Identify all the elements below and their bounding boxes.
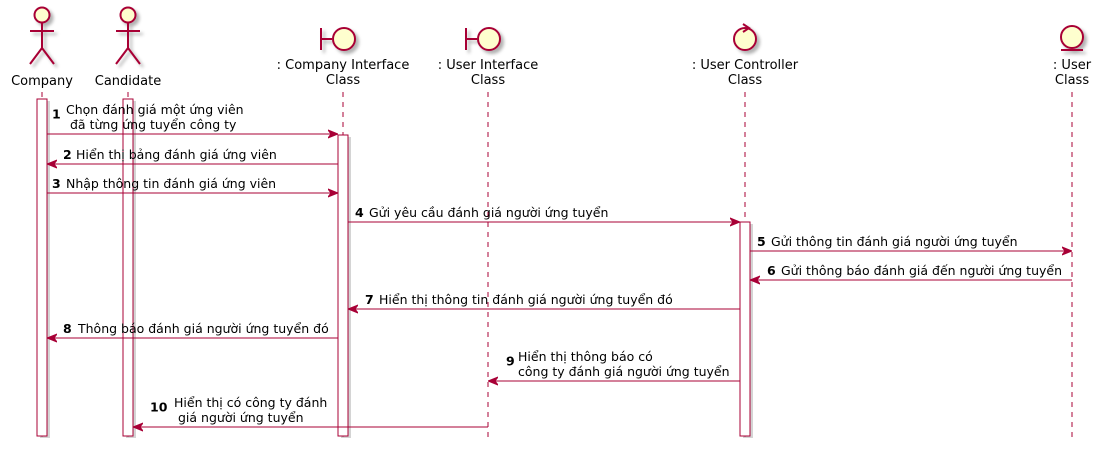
control-circle [733,27,757,51]
participant-label-user-ui: : User Interface [438,58,538,73]
message-label-4: Gửi yêu cầu đánh giá người ứng tuyển [369,205,608,220]
message-number-5: 5 [757,234,766,249]
participant-label-candidate: Candidate [95,74,161,89]
participant-label-user: : User [1053,58,1092,73]
message-label-10: giá người ứng tuyển [178,410,304,425]
activation-bar-candidate [122,98,134,437]
participant-label-user-ui: Class [471,73,505,88]
message-label-9: Hiển thị thông báo có [518,349,653,364]
message-label-1: đã từng ứng tuyển công ty [70,117,237,132]
company-actor-icon [29,6,55,65]
control-arrow [742,23,751,33]
message-label-5: Gửi thông tin đánh giá người ứng tuyển [771,234,1018,249]
message-label-6: Gửi thông báo đánh giá đến người ứng tuy… [781,263,1062,278]
activation-bar-company [36,98,48,437]
user-ui-boundary-icon [465,27,501,51]
message-label-1: Chọn đánh giá một ứng viên [66,102,244,117]
message-label-2: Hiển thị bảng đánh giá ứng viên [76,147,277,162]
candidate-actor-icon [115,6,141,65]
message-label-7: Hiển thị thông tin đánh giá người ứng tu… [379,292,673,307]
user-entity-icon [1060,25,1084,51]
participant-label-user-ctrl: Class [728,73,762,88]
message-label-3: Nhập thông tin đánh giá ứng viên [66,176,276,191]
message-label-8: Thông báo đánh giá người ứng tuyển đó [77,321,329,336]
message-label-10: Hiển thị có công ty đánh [174,395,327,410]
message-number-4: 4 [355,205,364,220]
actor-leg-right [127,47,141,65]
message-number-6: 6 [767,263,776,278]
company-ui-boundary-icon [320,27,356,51]
participant-label-company-ui: Class [326,73,360,88]
activation-bar-user-ctrl [739,221,751,437]
message-number-2: 2 [63,147,72,162]
entity-circle [1060,25,1084,49]
actor-leg-right [41,47,55,65]
user-ctrl-control-icon [733,23,757,51]
boundary-circle [332,27,356,51]
participant-label-company-ui: : Company Interface [277,58,410,73]
message-number-9: 9 [506,354,515,369]
actor-leg-left [29,47,43,65]
message-number-8: 8 [63,321,72,336]
actor-head [33,6,51,24]
message-number-10: 10 [150,400,168,415]
activation-bar-company-ui [337,134,349,437]
participant-label-user-ctrl: : User Controller [692,58,799,73]
participant-label-company: Company [11,74,73,89]
participant-label-user: Class [1055,73,1089,88]
message-number-1: 1 [52,107,61,122]
message-label-9: công ty đánh giá người ứng tuyển [518,364,730,379]
message-number-3: 3 [52,176,61,191]
actor-leg-left [115,47,129,65]
message-number-7: 7 [365,292,374,307]
boundary-circle [477,27,501,51]
actor-head [119,6,137,24]
